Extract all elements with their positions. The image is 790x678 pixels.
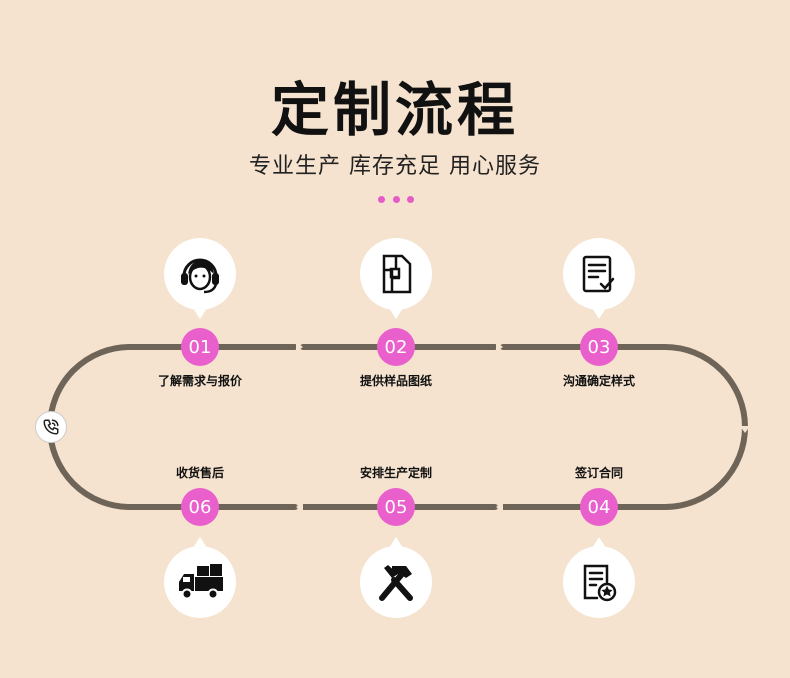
step-number-01: 01 — [181, 328, 219, 366]
headset-agent-icon — [164, 238, 236, 319]
step-number-05: 05 — [377, 488, 415, 526]
checklist-document-icon — [563, 238, 635, 319]
contract-badge-icon — [563, 537, 635, 618]
step-number-06: 06 — [181, 488, 219, 526]
hammer-screwdriver-icon — [360, 537, 432, 618]
step-label-05: 安排生产定制 — [359, 466, 432, 480]
blueprint-icon — [360, 238, 432, 319]
step-number-03: 03 — [580, 328, 618, 366]
step-label-04: 签订合同 — [574, 466, 623, 480]
step-label-06: 收货售后 — [175, 466, 224, 480]
page-title: 定制流程 — [270, 76, 519, 144]
step-label-02: 提供样品图纸 — [359, 374, 432, 388]
step-number-02: 02 — [377, 328, 415, 366]
step-label-01: 了解需求与报价 — [157, 374, 242, 388]
page-subtitle: 专业生产 库存充足 用心服务 — [249, 154, 541, 179]
phone-call-icon — [35, 411, 67, 443]
decor-dots — [378, 196, 414, 204]
step-number-04: 04 — [580, 488, 618, 526]
step-label-03: 沟通确定样式 — [562, 374, 635, 388]
delivery-truck-icon — [164, 537, 236, 618]
